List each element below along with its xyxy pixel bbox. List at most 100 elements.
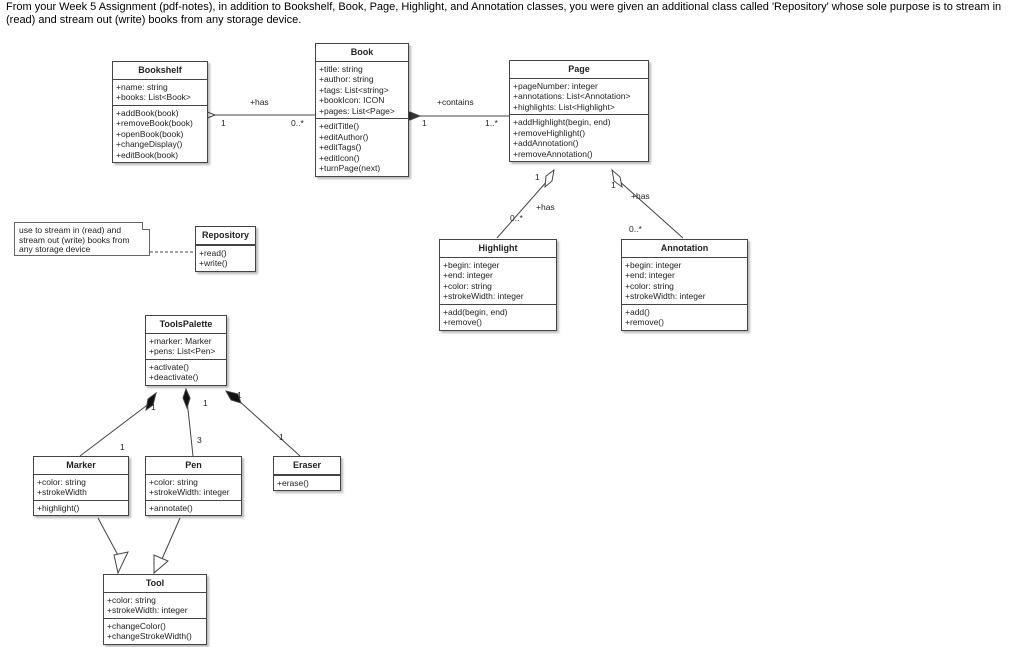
class-attribute: +color: string bbox=[443, 280, 492, 291]
class-attribute: +bookIcon: ICON bbox=[319, 95, 385, 105]
multiplicity-page-annotation-one: 1 bbox=[611, 180, 616, 190]
operations: +activate()+deactivate() bbox=[146, 358, 226, 385]
attributes: +color: string+strokeWidth: integer bbox=[146, 475, 241, 500]
class-attribute: +pens: List<Pen> bbox=[149, 346, 216, 356]
class-attribute: +marker: Marker bbox=[149, 335, 212, 346]
multiplicity-tp-marker: 1 bbox=[151, 402, 156, 412]
class-toolspalette: ToolsPalette +marker: Marker+pens: List<… bbox=[145, 315, 227, 386]
multiplicity-tp-eraser: 1 bbox=[237, 390, 242, 400]
class-pen: Pen +color: string+strokeWidth: integer … bbox=[145, 456, 242, 516]
class-name: Pen bbox=[146, 457, 241, 475]
class-operation: +openBook(book) bbox=[116, 128, 184, 139]
label-has-page-annotation: +has bbox=[631, 191, 650, 201]
class-operation: +addHighlight(begin, end) bbox=[513, 117, 611, 127]
class-name: Book bbox=[316, 44, 408, 62]
operations: +addHighlight(begin, end)+removeHighligh… bbox=[510, 114, 648, 161]
class-name: Page bbox=[510, 61, 648, 79]
class-book: Book +title: string+author: string+tags:… bbox=[315, 43, 409, 177]
multiplicity-marker: 1 bbox=[120, 442, 125, 452]
class-operation: +remove() bbox=[625, 317, 664, 327]
class-operation: +deactivate() bbox=[149, 372, 199, 382]
class-operation: +removeHighlight() bbox=[513, 127, 586, 138]
class-operation: +editIcon() bbox=[319, 152, 360, 163]
class-attribute: +color: string bbox=[37, 476, 86, 487]
class-attribute: +strokeWidth: integer bbox=[149, 487, 230, 497]
multiplicity-bookshelf: 1 bbox=[221, 118, 226, 128]
label-has-page-highlight: +has bbox=[536, 202, 555, 212]
class-operation: +write() bbox=[199, 258, 228, 268]
multiplicity-eraser: 1 bbox=[279, 432, 284, 442]
class-repository: Repository +read()+write() bbox=[195, 226, 256, 272]
attributes: +title: string+author: string+tags: List… bbox=[316, 62, 408, 119]
class-operation: +removeBook(book) bbox=[116, 118, 193, 128]
class-name: Eraser bbox=[274, 457, 340, 475]
intro-text: From your Week 5 Assignment (pdf-notes),… bbox=[6, 1, 1002, 26]
operations: +annotate() bbox=[146, 499, 241, 516]
class-name: Repository bbox=[196, 227, 255, 245]
class-attribute: +title: string bbox=[319, 63, 363, 74]
class-attribute: +books: List<Book> bbox=[116, 92, 191, 102]
class-operation: +addBook(book) bbox=[116, 107, 179, 118]
attributes: +pageNumber: integer+annotations: List<A… bbox=[510, 79, 648, 115]
multiplicity-pen: 3 bbox=[197, 435, 202, 445]
attributes: +begin: integer+end: integer+color: stri… bbox=[622, 258, 747, 304]
class-attribute: +color: string bbox=[625, 280, 674, 291]
multiplicity-page-many: 1..* bbox=[485, 118, 498, 128]
class-operation: +editTitle() bbox=[319, 121, 360, 131]
class-attribute: +author: string bbox=[319, 74, 374, 84]
class-operation: +addAnnotation() bbox=[513, 138, 579, 148]
label-has-bookshelf-book: +has bbox=[250, 97, 269, 107]
multiplicity-annotation-many: 0..* bbox=[629, 224, 642, 234]
operations: +add()+remove() bbox=[622, 303, 747, 330]
class-operation: +changeColor() bbox=[107, 620, 166, 631]
class-highlight: Highlight +begin: integer+end: integer+c… bbox=[439, 239, 557, 331]
multiplicity-tp-pen: 1 bbox=[203, 398, 208, 408]
class-attribute: +begin: integer bbox=[443, 259, 500, 270]
label-contains: +contains bbox=[437, 97, 474, 107]
class-attribute: +strokeWidth: integer bbox=[107, 605, 188, 615]
class-name: Bookshelf bbox=[113, 62, 207, 80]
class-attribute: +name: string bbox=[116, 81, 168, 92]
class-attribute: +highlights: List<Highlight> bbox=[513, 101, 615, 112]
class-page: Page +pageNumber: integer+annotations: L… bbox=[509, 60, 649, 162]
class-operation: +editBook(book) bbox=[116, 149, 179, 160]
multiplicity-page-highlight-one: 1 bbox=[535, 172, 540, 182]
class-attribute: +end: integer bbox=[625, 270, 675, 280]
class-operation: +changeDisplay() bbox=[116, 139, 183, 149]
multiplicity-highlight-many: 0..* bbox=[510, 213, 523, 223]
class-attribute: +color: string bbox=[149, 476, 198, 487]
attributes: +name: string+books: List<Book> bbox=[113, 80, 207, 105]
operations: +changeColor()+changeStrokeWidth() bbox=[104, 617, 206, 644]
multiplicity-book-many: 0..* bbox=[291, 118, 304, 128]
operations: +highlight() bbox=[34, 499, 128, 516]
class-attribute: +pages: List<Page> bbox=[319, 105, 395, 116]
operations: +editTitle()+editAuthor()+editTags()+edi… bbox=[316, 118, 408, 176]
class-attribute: +end: integer bbox=[443, 270, 493, 280]
class-name: ToolsPalette bbox=[146, 316, 226, 334]
class-operation: +editTags() bbox=[319, 142, 362, 152]
attributes: +begin: integer+end: integer+color: stri… bbox=[440, 258, 556, 304]
class-name: Highlight bbox=[440, 240, 556, 258]
class-operation: +removeAnnotation() bbox=[513, 148, 593, 159]
class-operation: +turnPage(next) bbox=[319, 163, 381, 173]
operations: +addBook(book)+removeBook(book)+openBook… bbox=[113, 104, 207, 163]
class-operation: +add() bbox=[625, 306, 650, 317]
operations: +add(begin, end)+remove() bbox=[440, 303, 556, 330]
class-attribute: +pageNumber: integer bbox=[513, 80, 598, 91]
class-name: Marker bbox=[34, 457, 128, 475]
attributes: +marker: Marker+pens: List<Pen> bbox=[146, 334, 226, 359]
class-attribute: +strokeWidth: integer bbox=[625, 291, 706, 301]
attributes: +color: string+strokeWidth bbox=[34, 475, 128, 500]
class-attribute: +strokeWidth: integer bbox=[443, 291, 524, 301]
class-attribute: +annotations: List<Annotation> bbox=[513, 91, 631, 101]
class-name: Tool bbox=[104, 575, 206, 593]
attributes: +color: string+strokeWidth: integer bbox=[104, 593, 206, 618]
class-operation: +erase() bbox=[277, 477, 309, 488]
class-name: Annotation bbox=[622, 240, 747, 258]
class-attribute: +begin: integer bbox=[625, 259, 682, 270]
multiplicity-book-one: 1 bbox=[422, 118, 427, 128]
class-operation: +highlight() bbox=[37, 502, 80, 513]
class-attribute: +strokeWidth bbox=[37, 487, 87, 497]
class-operation: +activate() bbox=[149, 361, 189, 372]
